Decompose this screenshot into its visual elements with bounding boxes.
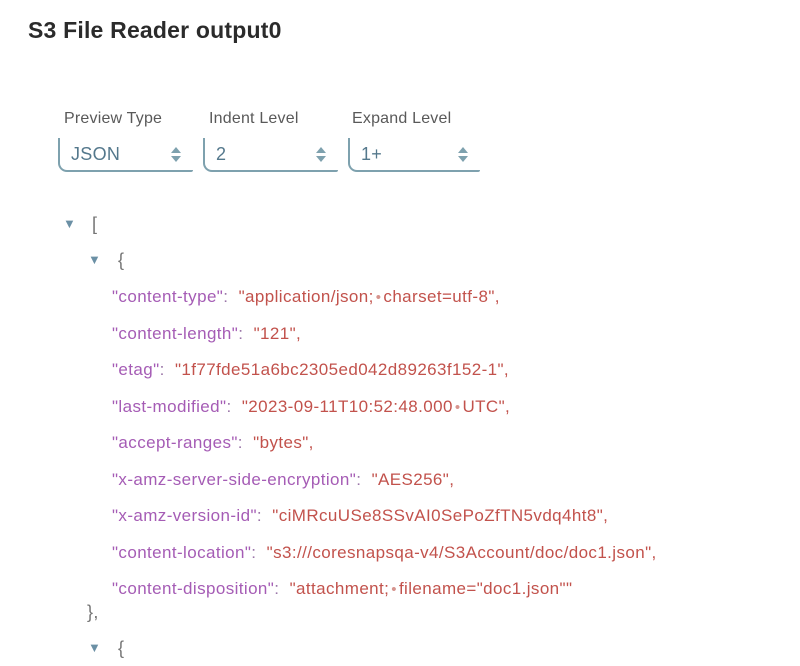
json-entry-row: "content-location": "s3:///coresnapsqa-v… xyxy=(63,535,657,571)
json-value: "application/json; xyxy=(238,287,374,306)
json-entry-row: "accept-ranges": "bytes", xyxy=(63,425,314,461)
json-key: "content-location" xyxy=(112,542,252,562)
preview-type-stepper[interactable] xyxy=(171,146,181,162)
bracket-glyph: { xyxy=(118,638,125,658)
key-colon: : xyxy=(159,360,175,379)
indent-level-select[interactable]: 2 xyxy=(203,138,338,172)
preview-type-select[interactable]: JSON xyxy=(58,138,193,172)
json-value: filename="doc1.json"" xyxy=(398,579,573,598)
json-value: charset=utf-8", xyxy=(383,287,500,306)
spinner-up-icon[interactable] xyxy=(316,146,326,153)
json-entry-row: "x-amz-server-side-encryption": "AES256"… xyxy=(63,462,454,498)
space-dot-icon: • xyxy=(375,289,382,306)
indent-level-value: 2 xyxy=(216,143,227,164)
indent-level-stepper[interactable] xyxy=(316,146,326,162)
preview-type-value: JSON xyxy=(71,143,121,164)
collapse-triangle-icon[interactable]: ▼ xyxy=(63,216,77,231)
bracket-glyph: [ xyxy=(92,214,98,234)
json-entry-row: "content-length": "121", xyxy=(63,316,301,352)
json-value: "AES256", xyxy=(371,469,455,489)
json-entry-row: "x-amz-version-id": "ciMRcuUSe8SSvAI0SeP… xyxy=(63,498,608,534)
space-dot-icon: • xyxy=(454,398,461,416)
json-key: "content-disposition" xyxy=(112,579,275,598)
json-key: "content-type" xyxy=(112,287,224,306)
json-key: "last-modified" xyxy=(112,396,227,416)
spinner-down-icon[interactable] xyxy=(458,155,468,162)
preview-panel: { "title": "S3 File Reader output0", "co… xyxy=(28,0,800,658)
space-dot-icon: • xyxy=(391,581,397,598)
key-colon: : xyxy=(274,579,290,598)
expand-level-stepper[interactable] xyxy=(458,146,468,162)
json-value: "bytes", xyxy=(253,433,314,452)
collapse-triangle-icon[interactable]: ▼ xyxy=(88,252,102,267)
json-value: "attachment; xyxy=(289,579,390,598)
json-entry-row: "content-type": "application/json;•chars… xyxy=(63,279,500,315)
expand-level-select[interactable]: 1+ xyxy=(348,138,480,172)
key-colon: : xyxy=(256,506,273,525)
collapse-triangle-icon[interactable]: ▼ xyxy=(88,640,102,655)
indent-level-label: Indent Level xyxy=(209,110,299,127)
expand-level-label: Expand Level xyxy=(352,110,452,127)
json-value: "121", xyxy=(253,323,302,343)
key-colon: : xyxy=(223,287,239,306)
key-colon: : xyxy=(251,542,267,562)
json-key: "accept-ranges" xyxy=(112,433,238,452)
preview-type-label: Preview Type xyxy=(64,110,163,127)
json-preview-tree: ▼[▼{"content-type": "application/json;•c… xyxy=(63,0,800,658)
bracket-glyph: }, xyxy=(87,602,99,622)
json-key: "x-amz-version-id" xyxy=(112,506,257,525)
json-entry-row: "content-disposition": "attachment;•file… xyxy=(63,571,572,607)
expand-level-value: 1+ xyxy=(361,143,383,164)
json-key: "content-length" xyxy=(112,323,239,343)
json-value: "s3:///coresnapsqa-v4/S3Account/doc/doc1… xyxy=(266,542,657,562)
json-entry-row: "etag": "1f77fde51a6bc2305ed042d89263f15… xyxy=(63,352,509,388)
json-entry-row: "last-modified": "2023-09-11T10:52:48.00… xyxy=(63,389,510,425)
json-value: "1f77fde51a6bc2305ed042d89263f152-1", xyxy=(174,360,510,379)
json-key: "x-amz-server-side-encryption" xyxy=(112,469,357,489)
key-colon: : xyxy=(226,396,242,416)
spinner-up-icon[interactable] xyxy=(458,146,468,153)
page-title: S3 File Reader output0 xyxy=(28,17,282,43)
json-value: UTC", xyxy=(462,396,511,416)
key-colon: : xyxy=(356,469,372,489)
json-value: "ciMRcuUSe8SSvAI0SePoZfTN5vdq4ht8", xyxy=(272,506,609,525)
bracket-glyph: { xyxy=(118,250,125,270)
json-key: "etag" xyxy=(112,360,160,379)
spinner-down-icon[interactable] xyxy=(316,155,326,162)
spinner-down-icon[interactable] xyxy=(171,155,181,162)
json-value: "2023-09-11T10:52:48.000 xyxy=(241,396,453,416)
key-colon: : xyxy=(237,433,254,452)
spinner-up-icon[interactable] xyxy=(171,146,181,153)
key-colon: : xyxy=(238,323,254,343)
